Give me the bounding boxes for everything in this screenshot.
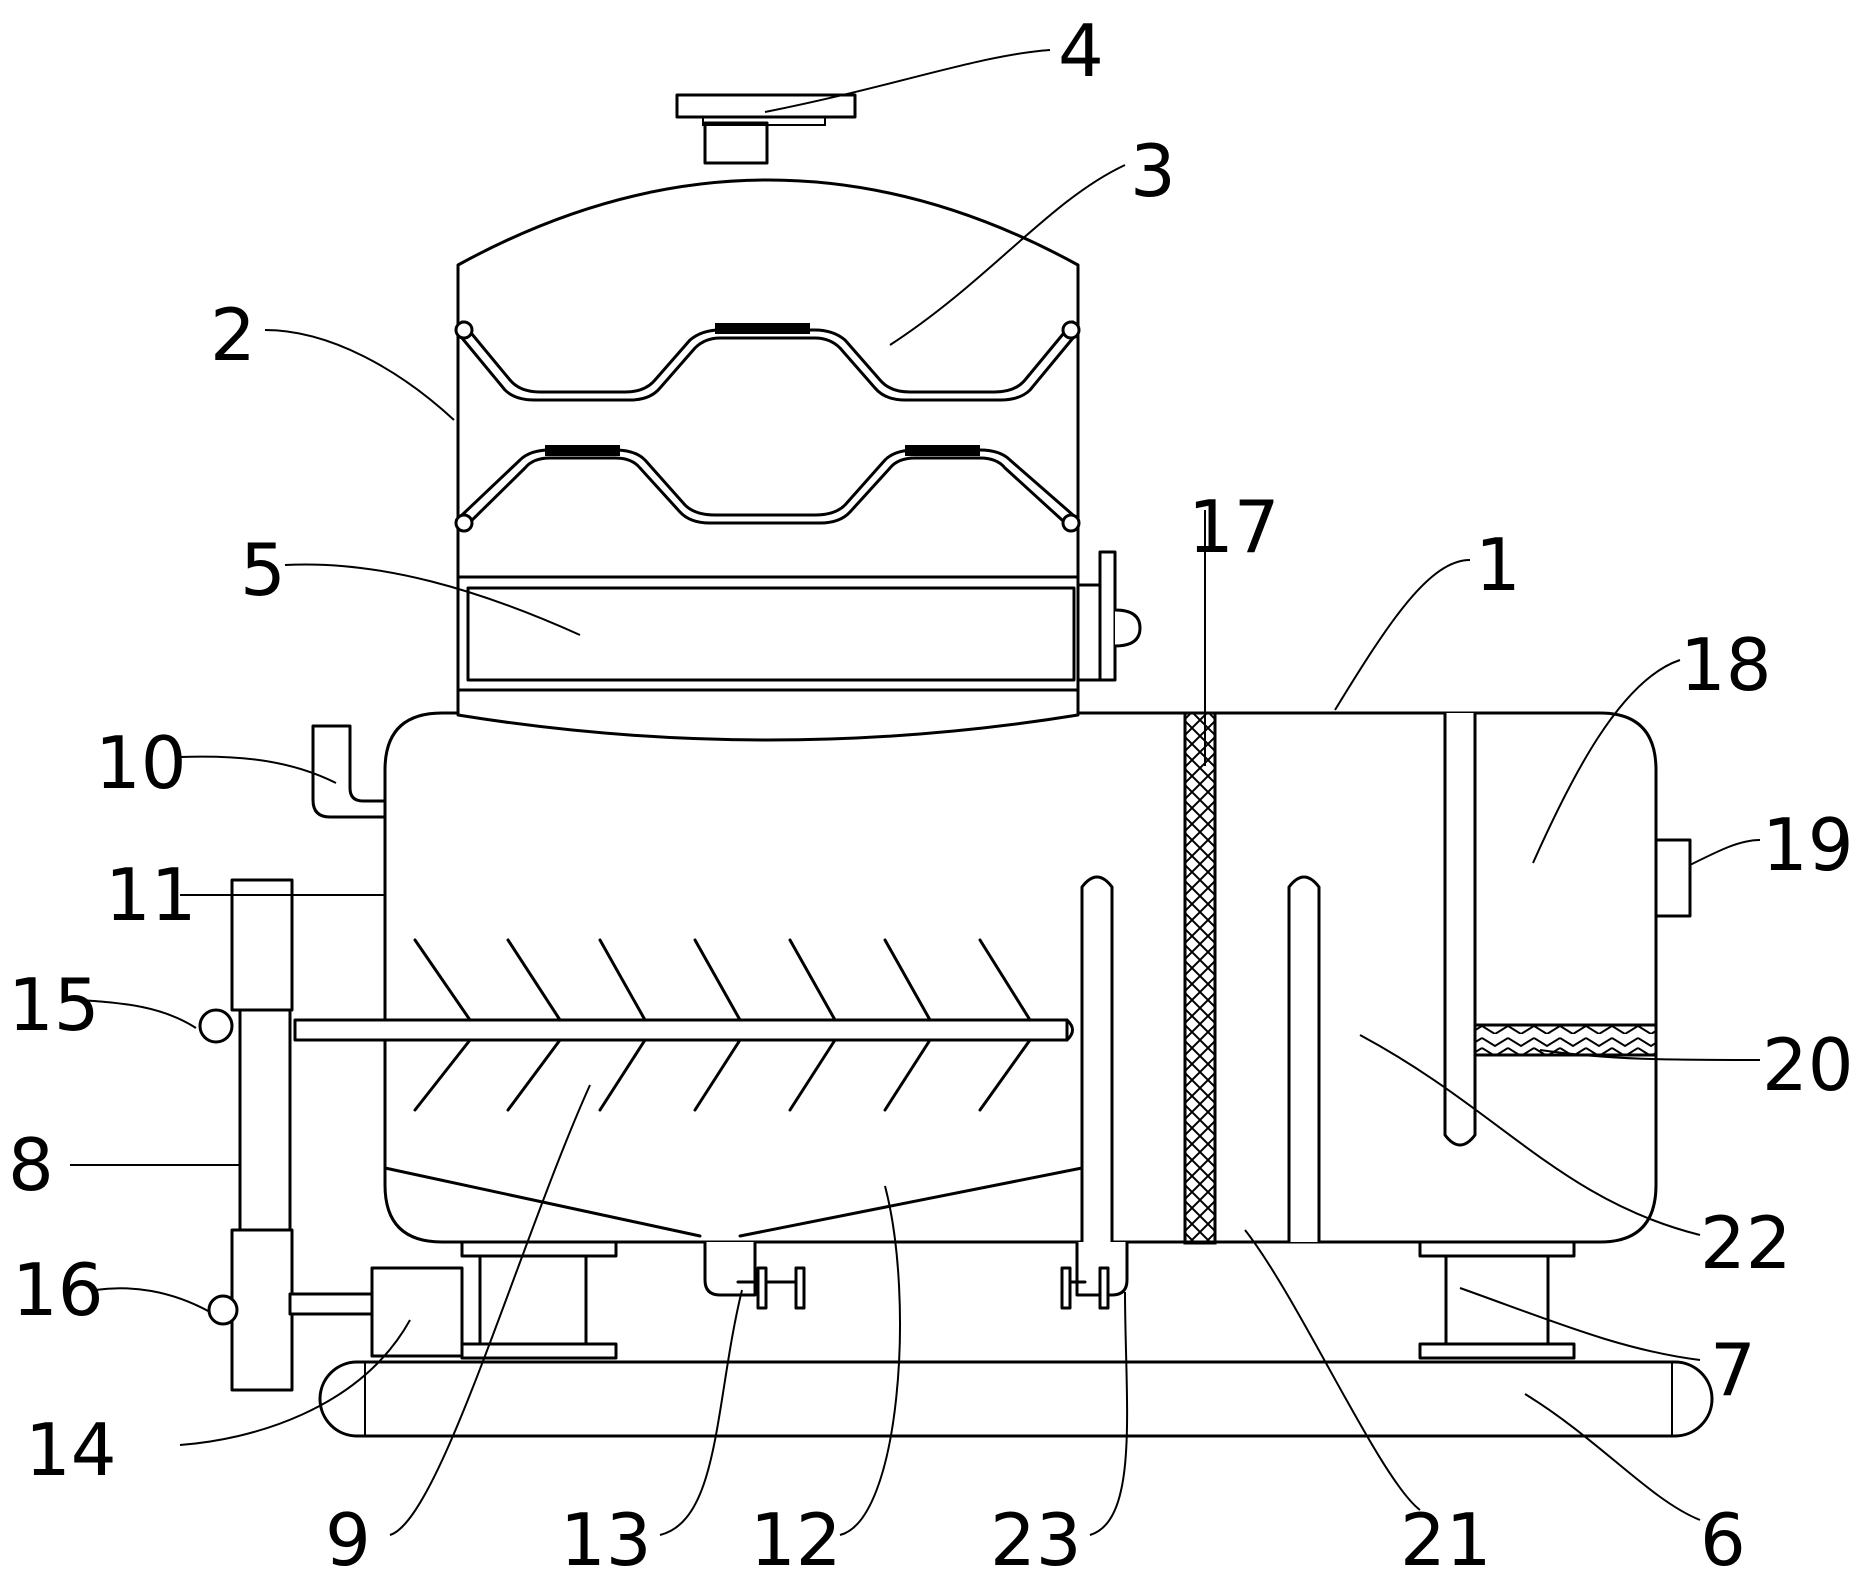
label-14: 14 [25, 1408, 117, 1492]
label-12: 12 [750, 1498, 842, 1582]
label-19: 19 [1762, 803, 1854, 887]
label-23: 23 [990, 1498, 1082, 1582]
label-11: 11 [105, 853, 197, 937]
label-2: 2 [210, 293, 256, 377]
filter-pad [1473, 1023, 1658, 1057]
leader-lines [70, 49, 1761, 1536]
inlet-pipe [311, 724, 387, 819]
part-labels: 4 3 2 5 17 1 18 10 11 19 15 20 8 22 16 7… [8, 9, 1854, 1582]
main-tank [383, 711, 1658, 1244]
label-10: 10 [95, 721, 187, 805]
left-partition [1080, 875, 1114, 1242]
middle-partition [1287, 875, 1321, 1242]
label-3: 3 [1130, 129, 1176, 213]
label-16: 16 [12, 1248, 104, 1332]
label-18: 18 [1680, 623, 1772, 707]
baffle-upper [454, 320, 1081, 402]
label-15: 15 [8, 963, 100, 1047]
drain-valve-right [1060, 1242, 1129, 1310]
label-4: 4 [1058, 9, 1104, 93]
motor [288, 1266, 464, 1358]
right-partition [1443, 713, 1477, 1147]
label-8: 8 [8, 1123, 54, 1207]
label-20: 20 [1762, 1023, 1854, 1107]
support-legs [460, 1240, 1576, 1360]
baffle-lower [454, 445, 1081, 533]
outlet-port [1654, 838, 1692, 918]
mesh-filter [1183, 711, 1217, 1245]
label-13: 13 [560, 1498, 652, 1582]
stirring-shaft [293, 1018, 1074, 1042]
drive-belt [230, 878, 294, 1392]
label-7: 7 [1710, 1328, 1756, 1412]
upper-pulley-hub [198, 1008, 234, 1044]
stirring-blades [413, 938, 1032, 1112]
filter-drawer [456, 550, 1142, 692]
lower-pulley-hub [207, 1294, 239, 1326]
label-9: 9 [325, 1498, 371, 1582]
label-22: 22 [1700, 1201, 1792, 1285]
label-17: 17 [1188, 485, 1280, 569]
label-5: 5 [240, 528, 286, 612]
label-6: 6 [1700, 1498, 1746, 1582]
drain-valve-left [703, 1242, 806, 1310]
label-21: 21 [1400, 1498, 1492, 1582]
label-1: 1 [1475, 523, 1521, 607]
base-rail [318, 1360, 1714, 1438]
